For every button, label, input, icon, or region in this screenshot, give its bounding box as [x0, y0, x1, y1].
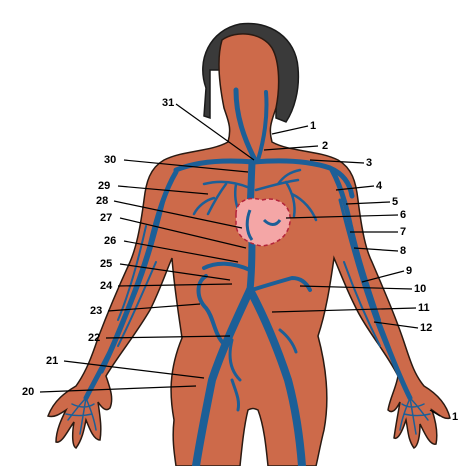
label-29: 29: [98, 180, 110, 192]
label-12: 12: [420, 322, 432, 334]
label-11: 11: [418, 302, 430, 314]
label-8: 8: [400, 245, 406, 257]
label-30: 30: [104, 154, 116, 166]
label-9: 9: [406, 265, 412, 277]
label-27: 27: [100, 212, 112, 224]
label-2: 2: [322, 140, 328, 152]
label-23: 23: [90, 305, 102, 317]
label-25: 25: [100, 258, 112, 270]
label-28: 28: [96, 195, 108, 207]
label-10: 10: [414, 283, 426, 295]
label-31: 31: [162, 97, 174, 109]
label-5: 5: [392, 196, 398, 208]
label-22: 22: [88, 332, 100, 344]
label-24: 24: [100, 280, 113, 292]
label-26: 26: [104, 235, 116, 247]
label-1: 1: [310, 120, 316, 132]
label-13: 1: [452, 411, 458, 423]
label-7: 7: [400, 226, 406, 238]
label-20: 20: [22, 386, 34, 398]
label-3: 3: [366, 157, 372, 169]
label-6: 6: [400, 209, 406, 221]
label-4: 4: [376, 180, 383, 192]
label-21: 21: [46, 355, 58, 367]
